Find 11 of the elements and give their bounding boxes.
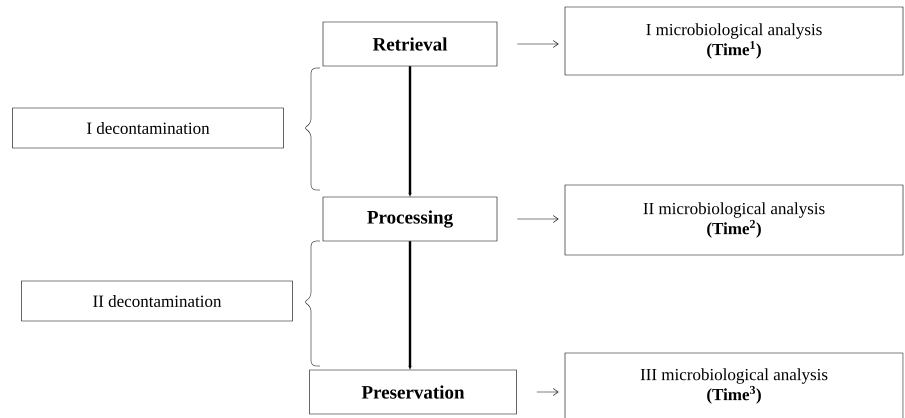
decontamination-box: I decontamination <box>12 108 284 148</box>
process-box: Retrieval <box>322 22 498 66</box>
analysis-box: II microbiological analysis (Time$^{2}$) <box>564 184 904 256</box>
arrow <box>517 40 559 48</box>
arrow <box>517 215 559 223</box>
analysis-box: III microbiological analysis (Time$^{3}$) <box>564 352 904 418</box>
arrow <box>536 388 559 396</box>
analysis-box: I microbiological analysis (Time$^{1}$) <box>564 6 904 76</box>
process-box: Preservation <box>309 370 517 414</box>
process-box: Processing <box>322 196 498 242</box>
decontamination-box: II decontamination <box>21 280 293 322</box>
